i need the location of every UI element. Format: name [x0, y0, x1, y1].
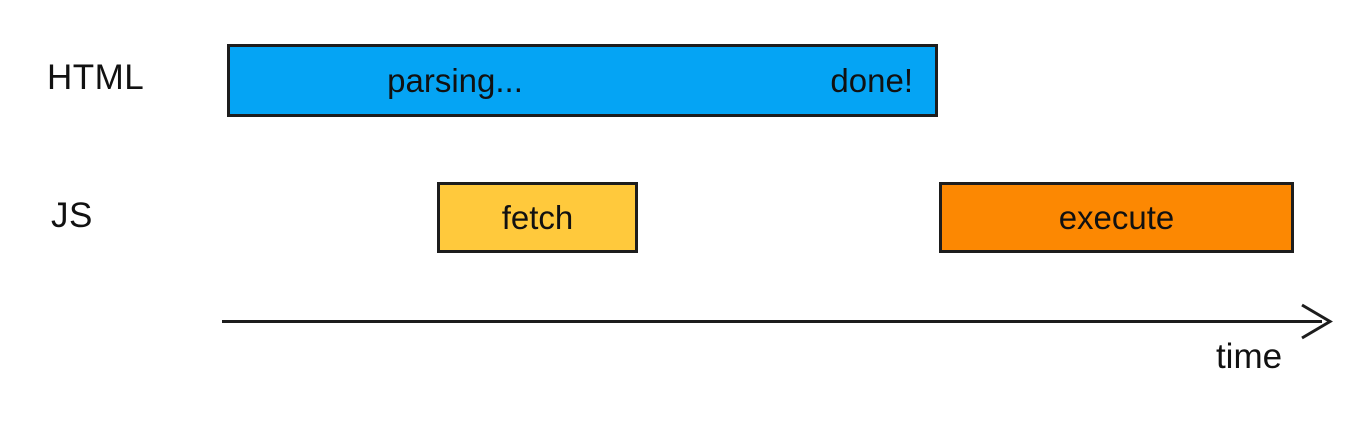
- row-label-html: HTML: [47, 58, 145, 97]
- time-axis-arrowhead-icon: [1301, 303, 1333, 340]
- html-parsing-bar: parsing... done!: [227, 44, 938, 117]
- js-fetch-bar: fetch: [437, 182, 638, 253]
- row-label-js: JS: [51, 196, 93, 235]
- parsing-label: parsing...: [387, 61, 523, 99]
- fetch-label: fetch: [501, 198, 574, 236]
- js-execute-bar: execute: [939, 182, 1294, 253]
- time-axis-label: time: [1215, 337, 1283, 376]
- execute-label: execute: [1058, 198, 1175, 236]
- done-label: done!: [830, 61, 913, 99]
